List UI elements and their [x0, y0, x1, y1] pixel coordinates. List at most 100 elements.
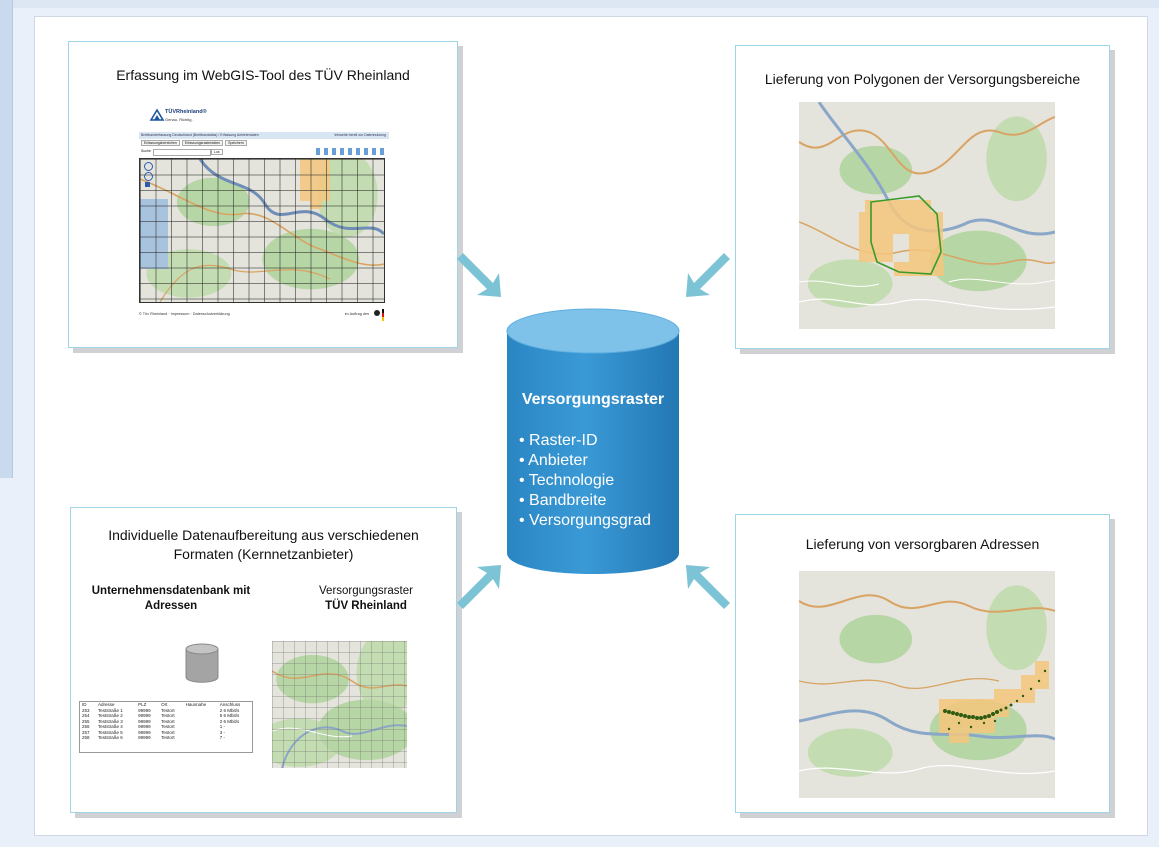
panel-title-line1: Individuelle Datenaufbereitung aus versc… — [108, 527, 419, 543]
cell-anschluss: 2 6 Mbit/s — [219, 718, 240, 724]
tuv-logo: TÜVRheinland® Genau. Richtig. — [149, 108, 219, 135]
webgis-toolbar: Suche Los — [141, 148, 387, 156]
table-row: 255 Teststraße 3 99999 Testort 2 6 Mbit/… — [80, 719, 252, 725]
table-row: 253 Teststraße 1 99999 Testort 2 6 Mbit/… — [80, 708, 252, 714]
table-row: 257 Teststraße 5 99999 Testort 3 - — [80, 730, 252, 736]
th-plz: PLZ — [138, 702, 147, 707]
zoom-in-icon[interactable] — [144, 162, 153, 171]
arrow-from-top-left-icon — [457, 253, 501, 297]
polygon-map-features — [799, 102, 1055, 310]
cell-ort: Testort — [161, 707, 175, 713]
database-attribute-list: Raster-ID Anbieter Technologie Bandbreit… — [519, 431, 651, 531]
raster-label-line1: Versorgungsraster — [319, 585, 413, 597]
raster-preview-map — [272, 641, 407, 768]
tab-speichern[interactable]: Speichern — [225, 140, 247, 146]
panel-title: Erfassung im WebGIS-Tool des TÜV Rheinla… — [116, 67, 410, 83]
company-db-label: Unternehmensdatenbank mit Adressen — [81, 584, 261, 614]
company-db-label-line1: Unternehmensdatenbank mit — [91, 585, 251, 597]
cell-id: 253 — [82, 707, 90, 713]
cell-adresse: Teststraße 6 — [98, 735, 123, 740]
federal-eagle-icon — [373, 308, 387, 322]
table-header-row: ID Adresse PLZ Ort Hausnahe Anschluss — [80, 702, 252, 708]
webgis-header-bar: Breitbanderfassung Deutschland (Breitban… — [139, 132, 389, 139]
cell-anschluss: 3 - — [219, 729, 226, 735]
database-icon — [185, 643, 219, 683]
footer-right-text: im Auftrag des — [344, 312, 369, 316]
toolbar-icons — [316, 148, 386, 155]
table-row: 256 Teststraße 4 99999 Testort 1 - — [80, 724, 252, 730]
th-adresse: Adresse — [98, 702, 115, 707]
pan-icon[interactable] — [144, 172, 153, 181]
webgis-tabs: Erfassungsbereichen Erfassungsrasterdate… — [141, 140, 247, 146]
panel-title-line2: Formaten (Kernnetzanbieter) — [173, 546, 354, 562]
arrow-from-bottom-left-icon — [457, 565, 501, 609]
cell-plz: 99999 — [138, 713, 151, 718]
polygon-map — [799, 102, 1055, 329]
cell-plz: 99999 — [138, 724, 151, 729]
cell-adresse: Teststraße 3 — [98, 718, 123, 724]
search-input[interactable] — [153, 149, 211, 156]
panel-data-preparation: Individuelle Datenaufbereitung aus versc… — [70, 507, 457, 813]
webgis-header-right: Infoseite bereit zur Datennutzung — [334, 133, 386, 137]
raster-label-line2: TÜV Rheinland — [325, 600, 407, 612]
cell-anschluss: 5 6 Mbit/s — [219, 713, 240, 718]
raster-label: Versorgungsraster TÜV Rheinland — [291, 584, 441, 614]
footer-left-text: © Tüv Rheinland · Impressum · Datenschut… — [139, 312, 230, 316]
cell-plz: 99999 — [138, 735, 151, 740]
th-ort: Ort — [161, 702, 168, 707]
raster-preview-features — [272, 670, 407, 768]
cell-plz: 99999 — [138, 707, 151, 713]
cell-id: 256 — [82, 724, 90, 729]
database-title: Versorgungsraster — [521, 391, 665, 408]
webgis-map[interactable] — [139, 158, 385, 303]
cell-ort: Testort — [161, 718, 175, 724]
search-button[interactable]: Los — [211, 149, 223, 155]
panel-title: Lieferung von Polygonen der Versorgungsb… — [764, 71, 1081, 87]
cell-anschluss: 7 - — [219, 735, 226, 740]
cell-adresse: Teststraße 2 — [98, 713, 123, 718]
th-id: ID — [82, 702, 87, 707]
address-map-features — [799, 594, 1055, 775]
search-label: Suche — [141, 149, 151, 153]
webgis-footer: © Tüv Rheinland · Impressum · Datenschut… — [139, 309, 389, 321]
tab-erfassungsbereichen[interactable]: Erfassungsbereichen — [141, 140, 180, 146]
panel-title: Lieferung von versorgbaren Adressen — [805, 536, 1040, 552]
db-item-anbieter: Anbieter — [519, 451, 651, 471]
zoom-out-icon[interactable] — [145, 182, 150, 187]
cell-anschluss: 2 6 Mbit/s — [219, 707, 240, 713]
address-map — [799, 571, 1055, 798]
diagram-canvas: Erfassung im WebGIS-Tool des TÜV Rheinla… — [34, 16, 1148, 836]
cell-id: 254 — [82, 713, 90, 718]
raster-preview-grid — [272, 641, 407, 768]
arrow-from-top-right-icon — [686, 253, 730, 297]
cell-hausnahe — [184, 735, 218, 741]
company-db-label-line2: Adressen — [144, 600, 198, 612]
tab-erfassungsrasterdaten[interactable]: Erfassungsrasterdaten — [181, 140, 224, 146]
table-row: 258 Teststraße 6 99999 Testort 7 - — [80, 735, 252, 741]
db-item-bandbreite: Bandbreite — [519, 491, 651, 511]
db-item-raster-id: Raster-ID — [519, 431, 651, 451]
panel-address-delivery: Lieferung von versorgbaren Adressen — [735, 514, 1110, 813]
cell-id: 255 — [82, 718, 90, 724]
zoom-control[interactable] — [144, 162, 153, 187]
db-item-versorgungsgrad: Versorgungsgrad — [519, 511, 651, 531]
webgis-header-text: Breitbanderfassung Deutschland (Breitban… — [141, 133, 259, 137]
logo-subtext: Genau. Richtig. — [165, 117, 193, 122]
arrow-from-bottom-right-icon — [686, 565, 730, 609]
cell-plz: 99999 — [138, 729, 151, 735]
panel-webgis-capture: Erfassung im WebGIS-Tool des TÜV Rheinla… — [68, 41, 458, 348]
versorgungsraster-database: Versorgungsraster Raster-ID Anbieter Tec… — [505, 307, 681, 581]
cell-ort: Testort — [161, 729, 175, 735]
th-anschluss: Anschluss — [219, 702, 241, 707]
cell-ort: Testort — [161, 713, 175, 718]
cell-ort: Testort — [161, 735, 175, 740]
cell-plz: 99999 — [138, 718, 151, 724]
th-hausnahe: Hausnahe — [185, 702, 207, 707]
cell-adresse: Teststraße 1 — [98, 707, 123, 713]
outer-top-band — [0, 0, 1159, 8]
address-table: ID Adresse PLZ Ort Hausnahe Anschluss 25… — [79, 701, 253, 753]
db-item-technologie: Technologie — [519, 471, 651, 491]
table-row: 254 Teststraße 2 99999 Testort 5 6 Mbit/… — [80, 713, 252, 719]
cell-id: 257 — [82, 729, 90, 735]
panel-polygon-delivery: Lieferung von Polygonen der Versorgungsb… — [735, 45, 1110, 349]
